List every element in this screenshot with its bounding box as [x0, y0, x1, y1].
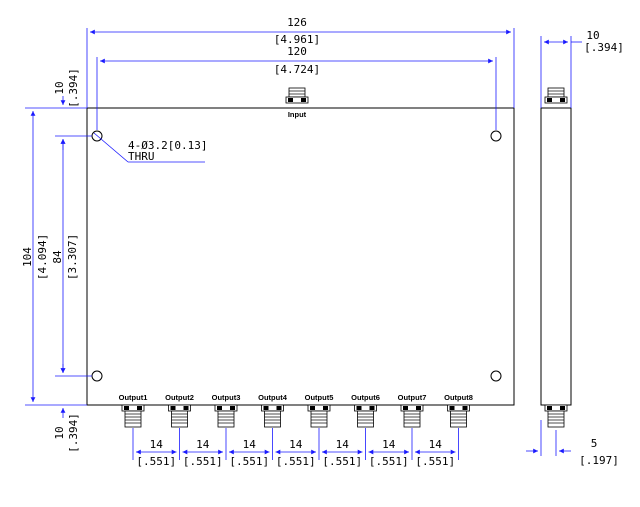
hole-width-in: [4.724] — [274, 63, 320, 76]
pitch-mm: 14 — [150, 438, 164, 451]
output-connector — [307, 404, 331, 428]
output-connector — [214, 404, 238, 428]
pitch-in: [.551] — [369, 455, 409, 468]
side-view-body — [540, 107, 572, 406]
hole-callout-thru: THRU — [128, 150, 155, 163]
pitch-mm: 14 — [289, 438, 303, 451]
thickness-mm: 10 — [586, 29, 599, 42]
pitch-mm: 14 — [429, 438, 443, 451]
overall-height-mm: 104 — [21, 247, 34, 267]
output-label: Output6 — [351, 393, 380, 402]
hole-height-mm: 84 — [51, 250, 64, 264]
output-connectors: Output1 Output2 Output3 Output4 Output5 Outpu… — [119, 393, 473, 468]
pitch-in: [.551] — [229, 455, 269, 468]
output-label: Output3 — [212, 393, 241, 402]
overall-width-in: [4.961] — [274, 33, 320, 46]
output-label: Output5 — [305, 393, 334, 402]
bottom-margin-mm: 10 — [53, 426, 66, 439]
overall-width-mm: 126 — [287, 16, 307, 29]
mounting-hole-bottom-right — [490, 370, 502, 382]
bottom-margin-in: [.394] — [67, 413, 80, 453]
pitch-mm: 14 — [196, 438, 210, 451]
side-input-connector — [544, 87, 568, 104]
thickness-in: [.394] — [584, 41, 624, 54]
pitch-in: [.551] — [276, 455, 316, 468]
pitch-in: [.551] — [183, 455, 223, 468]
offset-mm: 5 — [591, 437, 598, 450]
hole-height-in: [3.307] — [66, 234, 79, 280]
output-label: Output1 — [119, 393, 148, 402]
top-margin-in: [.394] — [67, 68, 80, 108]
output-connector — [121, 404, 145, 428]
divider-body — [86, 107, 515, 406]
pitch-mm: 14 — [382, 438, 396, 451]
pitch-mm: 14 — [336, 438, 350, 451]
pitch-in: [.551] — [415, 455, 455, 468]
hole-callout-size: 4-Ø3.2[0.13] — [128, 139, 207, 152]
output-label: Output4 — [258, 393, 288, 402]
output-label: Output8 — [444, 393, 473, 402]
output-label: Output2 — [165, 393, 194, 402]
output-label: Output7 — [398, 393, 427, 402]
mounting-hole-top-right — [490, 130, 502, 142]
pitch-in: [.551] — [136, 455, 176, 468]
input-label: Input — [288, 110, 307, 119]
output-connector — [400, 404, 424, 428]
overall-height-in: [4.094] — [36, 234, 49, 280]
hole-width-mm: 120 — [287, 45, 307, 58]
pitch-in: [.551] — [322, 455, 362, 468]
offset-in: [.197] — [579, 454, 619, 467]
output-connector — [261, 404, 284, 428]
leader-line — [93, 132, 129, 163]
output-connector — [168, 404, 191, 428]
output-connector — [354, 404, 377, 428]
mounting-hole-bottom-left — [91, 370, 103, 382]
output-connector — [447, 404, 470, 428]
top-margin-mm: 10 — [53, 81, 66, 94]
input-connector — [285, 87, 309, 104]
pitch-mm: 14 — [243, 438, 257, 451]
side-output-connector — [544, 404, 568, 428]
